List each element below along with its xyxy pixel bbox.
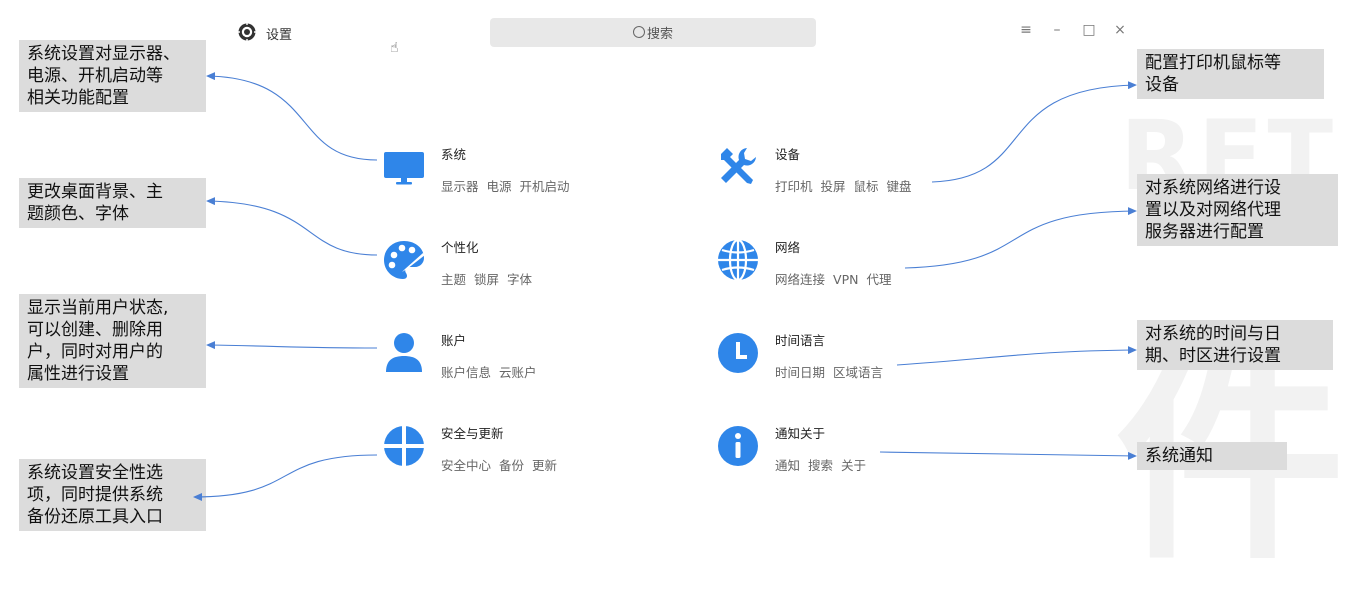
annotation-time: 对系统的时间与日期、时区进行设置	[1137, 320, 1333, 370]
sub-link[interactable]: 键盘	[886, 179, 912, 194]
maximize-button[interactable]: □	[1082, 22, 1096, 38]
close-button[interactable]: ×	[1114, 22, 1126, 38]
sub-link[interactable]: 网络连接	[775, 272, 826, 287]
annotation-network: 对系统网络进行设置以及对网络代理服务器进行配置	[1137, 174, 1338, 246]
sub-link[interactable]: 打印机	[775, 179, 813, 194]
category-device[interactable]: 设备 打印机投屏鼠标键盘	[717, 144, 920, 195]
category-subs: 安全中心备份更新	[441, 455, 565, 474]
category-notify[interactable]: 通知关于 通知搜索关于	[717, 423, 874, 474]
clock-icon	[718, 333, 758, 373]
category-time[interactable]: 时间语言 时间日期区域语言	[717, 330, 891, 381]
category-title: 系统	[441, 147, 467, 162]
annotation-device: 配置打印机鼠标等设备	[1137, 49, 1324, 99]
sub-link[interactable]: 安全中心	[441, 458, 492, 473]
sub-link[interactable]: 显示器	[441, 179, 479, 194]
category-title: 设备	[775, 147, 801, 162]
sub-link[interactable]: 云账户	[499, 365, 537, 380]
hand-cursor-icon: ☝	[390, 40, 399, 56]
category-personalize[interactable]: 个性化 主题锁屏字体	[383, 237, 540, 288]
category-title: 账户	[441, 333, 467, 348]
category-subs: 时间日期区域语言	[775, 362, 891, 381]
category-title: 个性化	[441, 240, 479, 255]
category-subs: 显示器电源开机启动	[441, 176, 578, 195]
category-system[interactable]: 系统 显示器电源开机启动	[383, 144, 578, 195]
sub-link[interactable]: 鼠标	[853, 179, 879, 194]
arrow-account	[206, 341, 378, 350]
category-security[interactable]: 安全与更新 安全中心备份更新	[383, 423, 565, 474]
arrow-security	[193, 454, 378, 501]
user-icon	[386, 333, 422, 372]
category-subs: 打印机投屏鼠标键盘	[775, 176, 920, 195]
shield-icon	[383, 425, 425, 467]
annotation-security: 系统设置安全性选项，同时提供系统备份还原工具入口	[19, 459, 206, 531]
annotation-account: 显示当前用户状态,可以创建、删除用户，同时对用户的属性进行设置	[19, 294, 206, 388]
sub-link[interactable]: 通知	[775, 458, 801, 473]
minimize-button[interactable]: –	[1053, 22, 1061, 38]
sub-link[interactable]: 更新	[532, 458, 558, 473]
info-icon	[718, 426, 758, 466]
arrow-device	[931, 81, 1137, 183]
category-title: 网络	[775, 240, 801, 255]
sub-link[interactable]: 备份	[499, 458, 525, 473]
window-title: 设置	[266, 28, 293, 43]
annotation-personalize: 更改桌面背景、主题颜色、字体	[19, 178, 206, 228]
sub-link[interactable]: 投屏	[820, 179, 846, 194]
sub-link[interactable]: 时间日期	[775, 365, 826, 380]
category-title: 安全与更新	[441, 426, 504, 441]
search-icon	[632, 25, 645, 38]
arrow-time	[896, 346, 1137, 366]
sub-link[interactable]: 锁屏	[474, 272, 500, 287]
category-title: 时间语言	[775, 333, 826, 348]
category-title: 通知关于	[775, 426, 826, 441]
sub-link[interactable]: 代理	[866, 272, 892, 287]
annotation-notify: 系统通知	[1137, 442, 1287, 470]
arrow-network	[904, 207, 1137, 269]
sub-link[interactable]: 开机启动	[519, 179, 570, 194]
menu-button[interactable]: ≡	[1020, 22, 1032, 38]
arrow-notify	[879, 451, 1137, 460]
sub-link[interactable]: 主题	[441, 272, 467, 287]
sub-link[interactable]: 字体	[507, 272, 533, 287]
sub-link[interactable]: 电源	[486, 179, 512, 194]
connector-arrows	[193, 72, 1137, 501]
search-placeholder: 搜索	[646, 27, 673, 42]
sub-link[interactable]: 区域语言	[833, 365, 884, 380]
annotation-system: 系统设置对显示器、电源、开机启动等相关功能配置	[19, 40, 206, 112]
monitor-icon	[384, 152, 424, 185]
globe-icon	[718, 239, 758, 281]
category-subs: 通知搜索关于	[775, 455, 874, 474]
sub-link[interactable]: 关于	[841, 458, 867, 473]
category-network[interactable]: 网络 网络连接 VPN 代理	[717, 237, 899, 288]
tools-icon	[721, 148, 756, 184]
palette-icon	[384, 241, 425, 279]
category-subs: 网络连接 VPN 代理	[775, 269, 899, 288]
arrow-personalize	[206, 197, 378, 256]
sub-link[interactable]: VPN	[833, 272, 859, 287]
category-subs: 主题锁屏字体	[441, 269, 540, 288]
arrow-system	[206, 72, 378, 161]
category-subs: 账户信息云账户	[441, 362, 545, 381]
settings-gear-icon	[238, 23, 256, 41]
sub-link[interactable]: 搜索	[808, 458, 834, 473]
category-account[interactable]: 账户 账户信息云账户	[383, 330, 545, 381]
search-input[interactable]: 搜索	[490, 18, 816, 47]
sub-link[interactable]: 账户信息	[441, 365, 492, 380]
